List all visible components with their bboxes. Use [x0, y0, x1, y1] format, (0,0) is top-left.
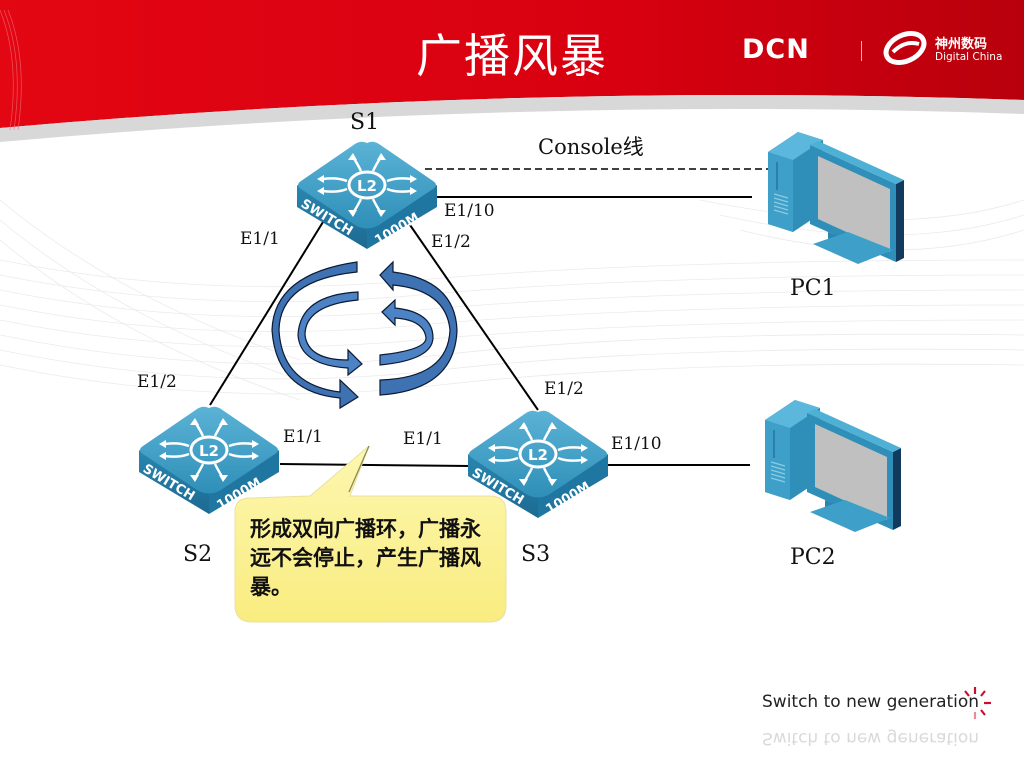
slide-title: 广播风暴 [416, 29, 608, 83]
port-s1-e1-2: E1/2 [431, 232, 471, 252]
port-s2-e1-1: E1/1 [283, 427, 323, 447]
links [209, 168, 768, 467]
label-pc1: PC1 [790, 276, 836, 301]
logo-cn-name: 神州数码 [935, 37, 988, 52]
logo-separator [861, 41, 862, 61]
port-s1-e1-1: E1/1 [240, 229, 280, 249]
bidirectional-loop-arrows-icon [271, 260, 458, 410]
label-pc2: PC2 [790, 545, 836, 570]
sparkle-icon [964, 687, 991, 719]
slogan-reflection: Switch to new generation [762, 728, 980, 748]
pc2[interactable] [764, 399, 902, 533]
port-s3-e1-10: E1/10 [611, 434, 662, 454]
header-grey-stripe [0, 94, 1024, 142]
switch-s2-badge: L2 [199, 442, 219, 460]
port-s3-e1-1: E1/1 [403, 429, 443, 449]
label-s1: S1 [350, 110, 380, 135]
label-s3: S3 [521, 542, 551, 567]
logo-en-name: Digital China [935, 51, 1003, 63]
port-s3-e1-2: E1/2 [544, 379, 584, 399]
pc1[interactable] [767, 131, 905, 265]
callout-bubble [234, 445, 507, 623]
link-s2-s3 [279, 463, 471, 467]
link-s1-s3 [409, 224, 539, 411]
digital-china-logo-icon [883, 30, 927, 66]
link-s1-s2 [209, 221, 324, 406]
slogan: Switch to new generation [762, 692, 980, 712]
switch-s3-badge: L2 [528, 446, 548, 464]
switch-s1-badge: L2 [357, 177, 377, 195]
header-left-lines [0, 9, 22, 131]
header-band [0, 0, 1024, 128]
port-s2-e1-2: E1/2 [137, 372, 177, 392]
label-s2: S2 [183, 542, 213, 567]
callout-text: 形成双向广播环，广播永远不会停止，产生广播风暴。 [250, 517, 481, 599]
console-line-label: Console线 [538, 135, 644, 159]
dcn-logo: DCN [742, 34, 810, 65]
port-s1-e1-10: E1/10 [444, 201, 495, 221]
